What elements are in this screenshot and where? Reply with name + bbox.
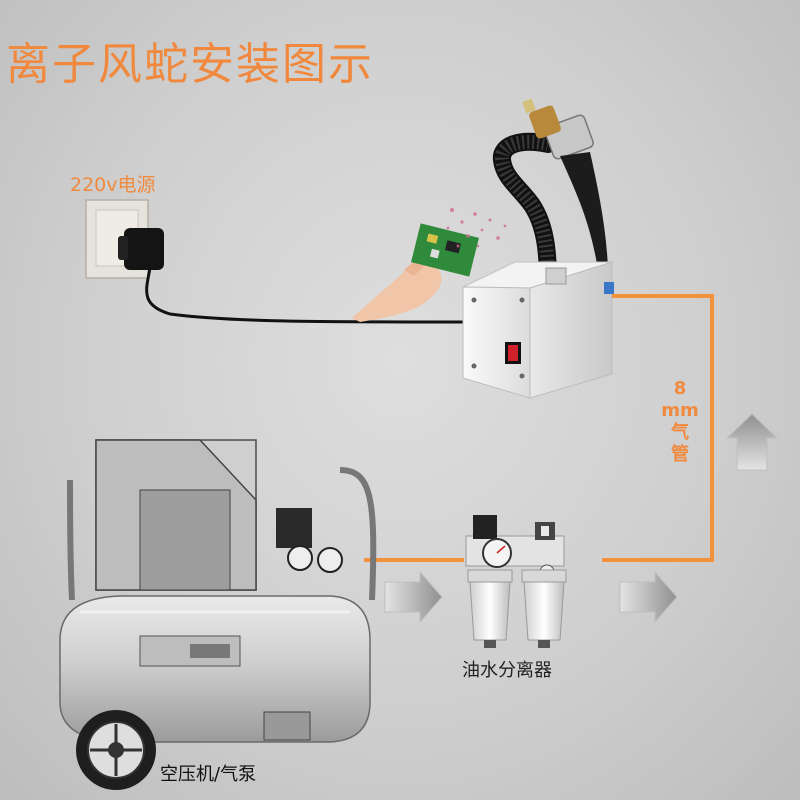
page-title: 离子风蛇安装图示 (6, 39, 374, 90)
power-switch (505, 342, 521, 364)
power-plug (118, 228, 164, 270)
hand-with-circuit-board (352, 223, 479, 322)
nozzle (522, 98, 608, 270)
ion-particles (446, 208, 507, 248)
air-compressor (59, 439, 377, 743)
compressor-label: 空压机/气泵 (160, 764, 257, 785)
pipe-label-char-1: 气 (671, 422, 689, 443)
power-cable (145, 267, 471, 324)
gooseneck-hose (492, 132, 557, 291)
compressor-wheel (76, 710, 156, 790)
ion-fan-box (462, 261, 614, 399)
power-source-label: 220v电源 (70, 174, 156, 196)
pipe-size-unit: mm (661, 400, 699, 421)
flow-arrow-right-2 (619, 570, 678, 624)
air-pipe-label: 8 mm 气 管 (660, 378, 700, 466)
pipe-label-char-2: 管 (671, 444, 689, 465)
flow-arrow-up (725, 413, 779, 471)
filter-label: 油水分离器 (462, 660, 552, 681)
pipe-size-number: 8 (673, 378, 687, 399)
oil-water-separator (465, 515, 567, 648)
flow-arrow-right-1 (384, 570, 443, 624)
